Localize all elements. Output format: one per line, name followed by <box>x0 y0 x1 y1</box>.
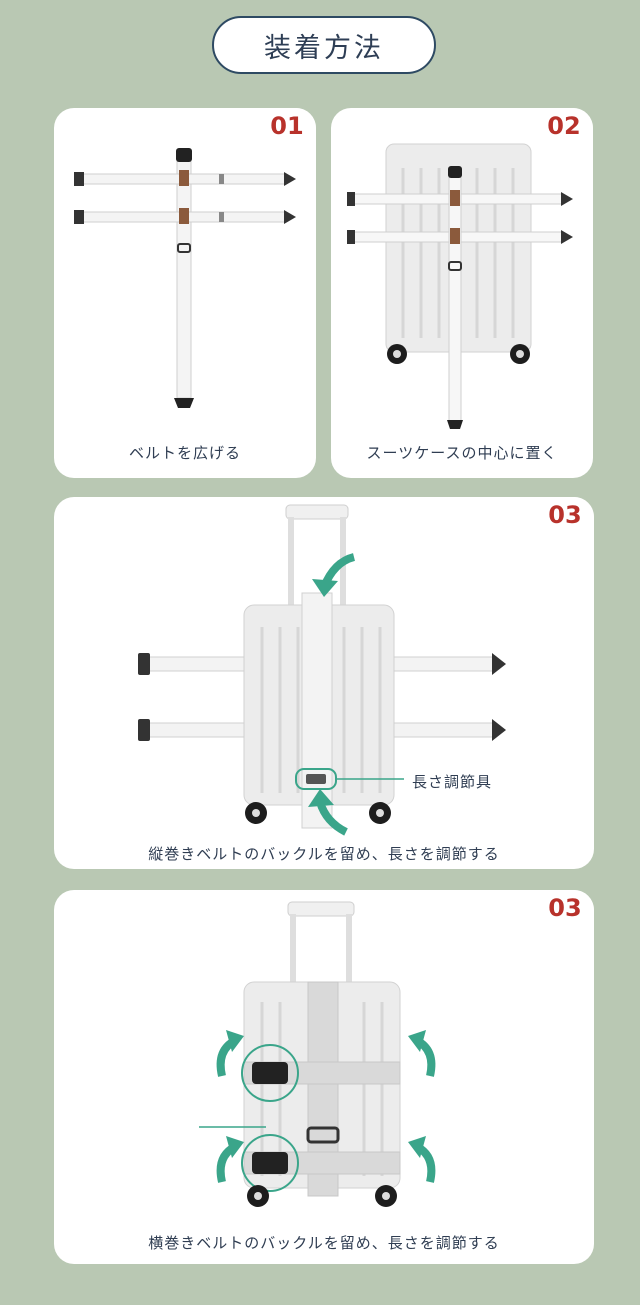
step-caption: スーツケースの中心に置く <box>366 444 558 462</box>
step-number: 03 <box>536 497 594 533</box>
page-title: 装着方法 <box>212 16 436 74</box>
horizontal-belt-illustration <box>199 901 436 1207</box>
step-number: 03 <box>536 890 594 926</box>
step-card-02: 02 スーツケースの中心に置く <box>331 108 593 478</box>
adjuster-callout-label: 長さ調節具 <box>412 773 493 791</box>
step-card-03-horizontal: 03 <box>54 890 594 1264</box>
step-caption: 縦巻きベルトのバックルを留め、長さを調節する <box>148 845 500 863</box>
vertical-belt-illustration <box>138 504 506 836</box>
step-card-01: 01 ベルトを広げる <box>54 108 316 478</box>
belt-spread-illustration <box>74 148 296 408</box>
suitcase-center-illustration <box>347 143 573 429</box>
step-number: 02 <box>535 108 593 144</box>
step-number: 01 <box>258 108 316 144</box>
step-caption: 横巻きベルトのバックルを留め、長さを調節する <box>148 1234 500 1252</box>
step-caption: ベルトを広げる <box>128 444 241 462</box>
step-card-03-vertical: 03 <box>54 497 594 869</box>
